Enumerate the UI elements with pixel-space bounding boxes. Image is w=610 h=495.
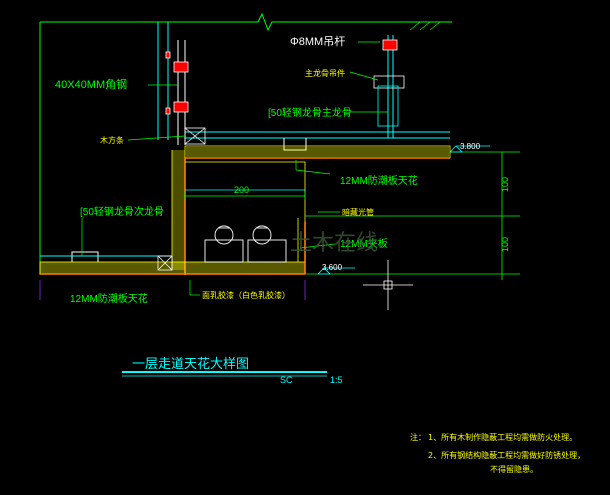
label-board-upper: 12MM防潮板天花 (340, 174, 418, 187)
leader-lines (81, 41, 388, 296)
label-angle-steel: 40X40MM角钢 (55, 78, 127, 91)
label-hidden-light: 暗藏光管 (342, 207, 374, 217)
label-steel-main-runner: [50轻钢龙骨主龙骨 (268, 106, 352, 119)
title-underline (122, 371, 327, 377)
label-dim-100-lower: 100 (500, 237, 510, 252)
label-hanger-rod: Φ8MM吊杆 (290, 34, 345, 48)
main-runner-clip (283, 138, 307, 151)
label-elevation-upper: 3.800 (460, 142, 481, 151)
angle-steel (177, 40, 186, 145)
drawing-title: 一层走道天花大样图 (132, 356, 249, 372)
purple-lines (39, 280, 306, 300)
lower-wood-block (157, 255, 173, 271)
upper-board (184, 145, 451, 159)
label-paint-note: 面乳胶漆（白色乳胶漆） (202, 290, 290, 300)
label-side-board: 12MM夹板 (340, 237, 388, 250)
label-wood-strip: 木方条 (100, 135, 124, 145)
dimension-200 (184, 192, 306, 200)
label-steel-secondary-runner: [50轻钢龙骨次龙骨 (80, 205, 164, 218)
light-trough (185, 161, 306, 274)
wall-lines (157, 22, 169, 140)
scale-code: SC (280, 375, 293, 385)
crosshair-cursor (363, 260, 413, 310)
label-elevation-lower: 3.600 (322, 263, 343, 272)
secondary-runner-clip (40, 251, 172, 262)
note-2: 2、所有钢结构隐蔽工程均需做好防锈处理， (428, 450, 585, 460)
note-2b: 不得留隐患。 (490, 464, 538, 474)
scale-value: 1:5 (330, 375, 343, 385)
drop-side (171, 150, 186, 275)
dimension-vertical (305, 151, 520, 280)
watermark: 土木在线 (290, 231, 378, 256)
elevation-markers (317, 145, 490, 275)
lower-board (39, 261, 306, 275)
main-runner-line (185, 131, 450, 139)
hanger-rod (387, 35, 394, 138)
label-board-lower: 12MM防潮板天花 (70, 292, 148, 305)
light-fittings (204, 225, 287, 263)
note-1: 1、所有木制作隐蔽工程均需做防火处理。 (428, 432, 577, 442)
label-dim-200: 200 (234, 185, 249, 195)
angle-steel-bolts (165, 51, 189, 115)
wood-strip-block (184, 127, 206, 145)
notes-prefix: 注： (410, 432, 426, 442)
slab-hatch (409, 21, 441, 31)
hanger-rod-clamps (373, 39, 405, 127)
top-break-line (39, 12, 452, 275)
label-dim-100-upper: 100 (500, 177, 510, 192)
label-main-hanger: 主龙骨吊件 (305, 68, 345, 78)
